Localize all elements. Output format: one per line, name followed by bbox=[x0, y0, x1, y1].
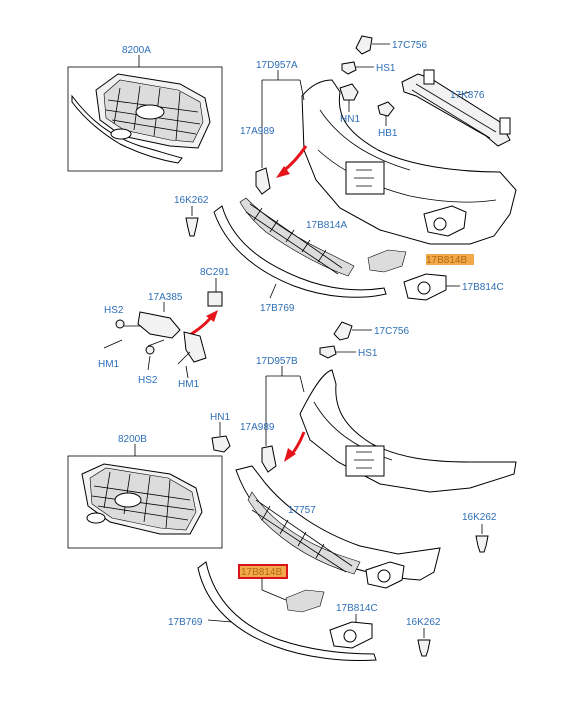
bracket-8c291 bbox=[207, 278, 223, 307]
label-8200a: 8200A bbox=[122, 45, 151, 56]
label-17b814c-top: 17B814C bbox=[462, 282, 504, 293]
label-17d957b: 17D957B bbox=[256, 356, 298, 367]
bolt-hb1 bbox=[377, 101, 395, 126]
label-hn1-top: HN1 bbox=[340, 114, 360, 125]
reinforcement-bar-17k876 bbox=[401, 69, 511, 147]
label-17k876: 17K876 bbox=[450, 90, 485, 101]
nut-hn1-top bbox=[339, 83, 359, 112]
label-17b814b-bottom: 17B814B bbox=[241, 567, 282, 578]
label-17a989-mid: 17A989 bbox=[240, 422, 275, 433]
red-arrow-bottom bbox=[284, 431, 306, 462]
screw-hs1-top bbox=[341, 61, 374, 75]
fog-grille-17b814b-top bbox=[367, 249, 474, 273]
label-16k262-left: 16K262 bbox=[174, 195, 209, 206]
clip-16k262-bottom bbox=[417, 628, 431, 657]
label-hs1-top: HS1 bbox=[376, 63, 396, 74]
label-17b814a: 17B814A bbox=[306, 220, 347, 231]
red-arrow-mid bbox=[187, 310, 218, 338]
label-16k262-right: 16K262 bbox=[462, 512, 497, 523]
label-hm1-a: HM1 bbox=[98, 359, 120, 370]
clip-17c756-mid bbox=[333, 321, 372, 341]
grille-8200a-group bbox=[67, 55, 223, 172]
label-17d957a: 17D957A bbox=[256, 60, 298, 71]
label-hm1-b: HM1 bbox=[178, 379, 200, 390]
label-8c291: 8C291 bbox=[200, 267, 230, 278]
label-17c756-mid: 17C756 bbox=[374, 326, 409, 337]
grille-8200b-group bbox=[67, 444, 223, 549]
label-hs2-a: HS2 bbox=[104, 305, 124, 316]
label-hs2-b: HS2 bbox=[138, 375, 158, 386]
lower-bumper-17757 bbox=[235, 465, 441, 589]
label-hb1: HB1 bbox=[378, 128, 398, 139]
label-hs1-mid: HS1 bbox=[358, 348, 378, 359]
clip-16k262-right bbox=[475, 524, 489, 553]
fog-grille-17b814b-bottom bbox=[238, 564, 325, 613]
label-17b769-top: 17B769 bbox=[260, 303, 295, 314]
front-bumper-bottom bbox=[299, 369, 517, 493]
label-hn1-mid: HN1 bbox=[210, 412, 230, 423]
red-arrow-top bbox=[276, 145, 308, 178]
label-17b814b-top: 17B814B bbox=[426, 255, 467, 266]
label-17a385: 17A385 bbox=[148, 292, 183, 303]
bracket-17d957b bbox=[261, 366, 305, 473]
front-bumper-top bbox=[301, 79, 517, 245]
bracket-17a385 bbox=[103, 302, 207, 379]
fog-bezel-17b814c-top bbox=[403, 273, 460, 301]
fog-bezel-17b814c-bottom bbox=[329, 614, 373, 649]
clip-17c756-top bbox=[355, 35, 390, 55]
label-17b769-bottom: 17B769 bbox=[168, 617, 203, 628]
lower-grille-17b814a bbox=[239, 197, 355, 277]
label-16k262-bottom: 16K262 bbox=[406, 617, 441, 628]
screw-hs1-mid bbox=[319, 345, 356, 359]
label-17c756-top: 17C756 bbox=[392, 40, 427, 51]
label-17757: 17757 bbox=[288, 505, 316, 516]
clip-16k262-left bbox=[185, 206, 199, 237]
label-8200b: 8200B bbox=[118, 434, 147, 445]
nut-hn1-mid bbox=[211, 422, 231, 453]
bracket-17d957a bbox=[255, 70, 305, 195]
label-17a989-top: 17A989 bbox=[240, 126, 275, 137]
trim-strip-17b769-top bbox=[213, 205, 387, 299]
trim-strip-17b769-bottom bbox=[197, 561, 377, 661]
label-17b814c-bottom: 17B814C bbox=[336, 603, 378, 614]
